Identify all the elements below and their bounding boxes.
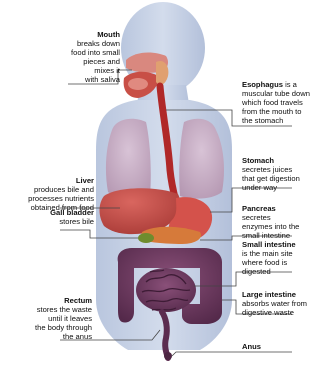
gall-bladder-label-title: Gall bladder [10, 208, 94, 217]
liver-label-title: Liver [6, 176, 94, 185]
rectum-label-title: Rectum [10, 296, 92, 305]
pancreas-label-desc: secretes enzymes into the small intestin… [242, 213, 330, 240]
mouth-label-title: Mouth [50, 30, 120, 39]
esophagus-label: Esophagus is a muscular tube down which … [242, 80, 330, 125]
anus-label-title: Anus [242, 342, 302, 351]
small-intestine-organ [136, 268, 196, 312]
gall-bladder-label: Gall bladder stores bile [10, 208, 94, 226]
esophagus-label-text: Esophagus is a muscular tube down which … [242, 80, 310, 125]
anus-label: Anus [242, 342, 302, 351]
pancreas-label: Pancreas secretes enzymes into the small… [242, 204, 330, 240]
small-intestine-label-desc: is the main site where food is digested [242, 249, 330, 276]
large-intestine-label: Large intestine absorbs water from diges… [242, 290, 330, 317]
large-intestine-label-title: Large intestine [242, 290, 330, 299]
rectum-label: Rectum stores the waste until it leaves … [10, 296, 92, 341]
small-intestine-label: Small intestine is the main site where f… [242, 240, 330, 276]
gall-bladder-label-desc: stores bile [10, 217, 94, 226]
pancreas-label-title: Pancreas [242, 204, 330, 213]
gall-bladder-organ [138, 233, 154, 243]
anus-marker [164, 352, 172, 360]
liver-label: Liver produces bile and processes nutrie… [6, 176, 94, 212]
stomach-label-title: Stomach [242, 156, 330, 165]
small-intestine-label-title: Small intestine [242, 240, 330, 249]
rectum-label-desc: stores the waste until it leaves the bod… [10, 305, 92, 341]
stomach-label-desc: secretes juices that get digestion under… [242, 165, 330, 192]
stomach-label: Stomach secretes juices that get digesti… [242, 156, 330, 192]
large-intestine-label-desc: absorbs water from digestive waste [242, 299, 330, 317]
esophagus-label-title: Esophagus [242, 80, 283, 89]
mouth-label: Mouth breaks down food into small pieces… [50, 30, 120, 84]
mouth-label-desc: breaks down food into small pieces and m… [50, 39, 120, 84]
